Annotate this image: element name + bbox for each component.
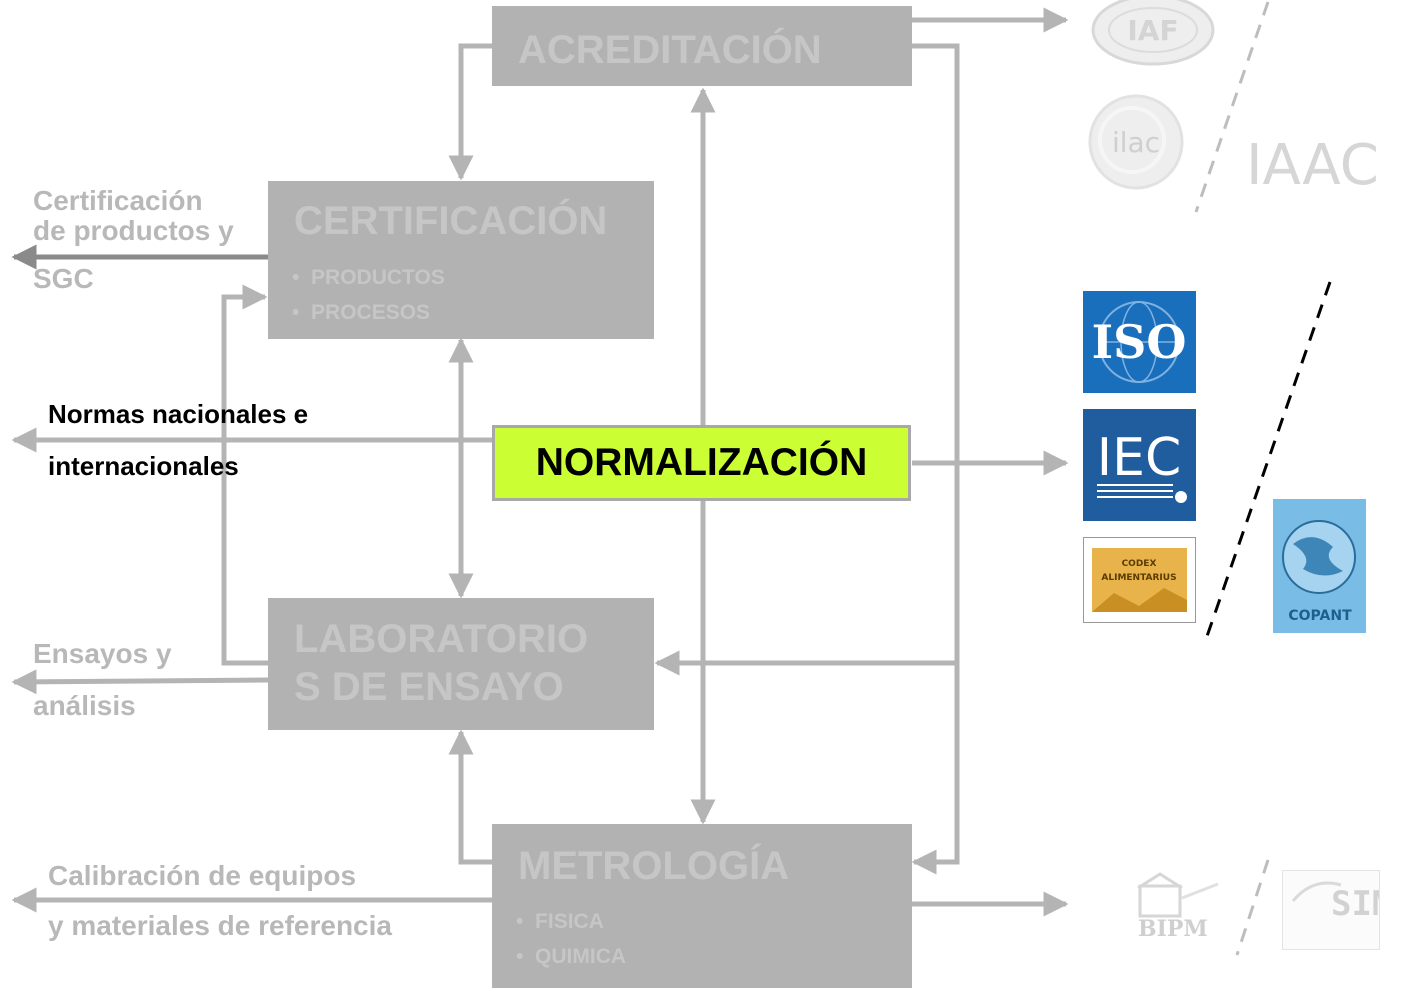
laboratorios-title-line1: LABORATORIO xyxy=(294,617,589,661)
output-line: Normas nacionales e xyxy=(48,399,309,429)
output-line: Calibración de equipos xyxy=(48,860,357,891)
codex-logo-text-1: CODEX xyxy=(1122,559,1157,569)
metrologia-box: METROLOGÍA FISICA QUIMICA xyxy=(492,824,912,988)
acreditacion-box: ACREDITACIÓN xyxy=(492,6,912,86)
iaf-logo-text: IAF xyxy=(1127,14,1178,47)
output-line: Ensayos y xyxy=(33,638,172,669)
separator-metrology-logos xyxy=(1235,859,1270,956)
laboratorios-title-line2: S DE ENSAYO xyxy=(294,665,564,709)
codex-logo-text-2: ALIMENTARIUS xyxy=(1101,573,1176,583)
iso-logo: ISO xyxy=(1083,291,1196,393)
certificacion-bullets: PRODUCTOS PROCESOS xyxy=(292,260,445,330)
output-line: análisis xyxy=(33,690,136,721)
ilac-logo-text: ilac xyxy=(1112,126,1160,159)
bipm-logo: BIPM xyxy=(1120,870,1230,942)
connector-lab-cert-loop xyxy=(221,284,268,666)
iec-logo-text: IEC xyxy=(1097,428,1182,488)
laboratorios-box: LABORATORIO S DE ENSAYO xyxy=(268,598,654,730)
copant-logo-text: COPANT xyxy=(1288,608,1352,624)
iaf-logo: IAF xyxy=(1088,0,1218,68)
copant-logo: COPANT xyxy=(1273,499,1366,633)
certificacion-title: CERTIFICACIÓN xyxy=(294,199,608,243)
certificacion-bullet: PRODUCTOS xyxy=(292,260,445,295)
output-normas-label: Normas nacionales e internacionales xyxy=(48,388,308,492)
normalizacion-box: NORMALIZACIÓN xyxy=(492,425,911,501)
bipm-logo-text: BIPM xyxy=(1138,916,1208,942)
metrologia-title: METROLOGÍA xyxy=(518,844,790,888)
certificacion-box: CERTIFICACIÓN PRODUCTOS PROCESOS xyxy=(268,181,654,339)
laboratorios-title: LABORATORIO S DE ENSAYO xyxy=(294,615,588,711)
acreditacion-title: ACREDITACIÓN xyxy=(518,28,822,72)
iec-logo: IEC xyxy=(1083,409,1196,521)
connector-right-bus xyxy=(911,43,960,875)
normalizacion-title: NORMALIZACIÓN xyxy=(535,441,868,484)
iso-logo-text: ISO xyxy=(1092,315,1187,369)
codex-logo: CODEX ALIMENTARIUS xyxy=(1083,537,1196,623)
separator-standards-logos xyxy=(1203,281,1332,643)
output-line: de productos y xyxy=(33,215,234,246)
output-line: Certificación xyxy=(33,185,203,216)
arrow-out-ensayos xyxy=(11,669,269,695)
metrologia-bullet: FISICA xyxy=(516,904,626,939)
metrologia-bullet: QUIMICA xyxy=(516,939,626,974)
connector-acred-cert xyxy=(448,43,492,181)
ilac-logo: ilac xyxy=(1086,92,1186,192)
output-certificacion-label: Certificación de productos y SGC xyxy=(33,186,234,294)
metrologia-bullets: FISICA QUIMICA xyxy=(516,904,626,974)
sim-logo-text: SIM xyxy=(1331,884,1379,924)
output-line: y materiales de referencia xyxy=(48,910,392,941)
output-line: SGC xyxy=(33,263,94,294)
output-calibracion-label: Calibración de equipos y materiales de r… xyxy=(48,851,392,951)
connector-metro-lab xyxy=(448,729,492,865)
certificacion-bullet: PROCESOS xyxy=(292,295,445,330)
output-ensayos-label: Ensayos y análisis xyxy=(33,628,172,732)
iaac-logo-text: IAAC xyxy=(1246,136,1379,192)
output-line: internacionales xyxy=(48,451,239,481)
separator-accreditation-logos xyxy=(1194,1,1270,213)
sim-logo: SIM xyxy=(1282,870,1392,950)
iaac-logo: IAAC xyxy=(1246,133,1396,198)
